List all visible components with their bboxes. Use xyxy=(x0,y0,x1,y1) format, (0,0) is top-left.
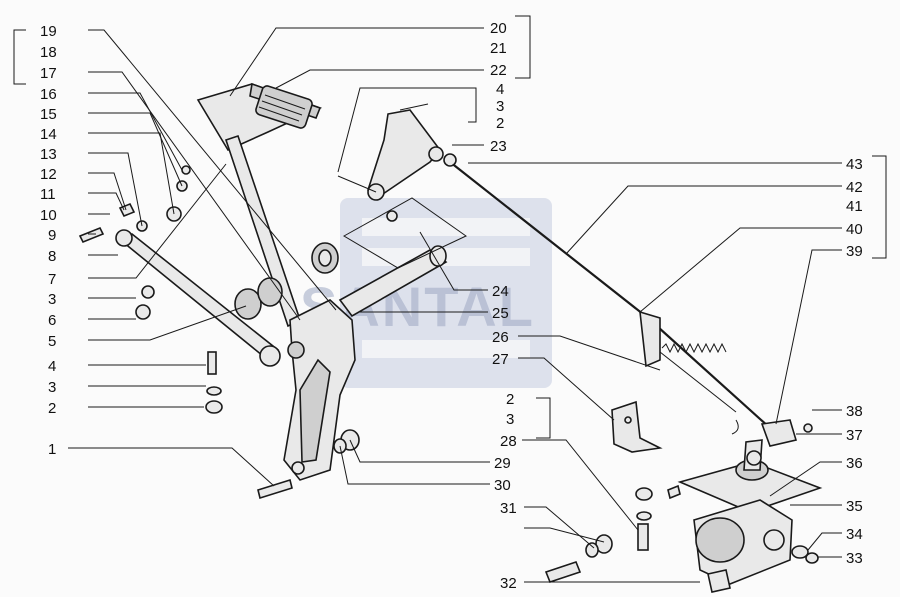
callout-4-top: 4 xyxy=(496,81,504,98)
callout-24: 24 xyxy=(492,283,509,300)
callout-7: 7 xyxy=(48,271,56,288)
pedal-lever xyxy=(283,299,356,481)
callout-23: 23 xyxy=(490,138,507,155)
callout-38: 38 xyxy=(846,403,863,420)
callout-41: 41 xyxy=(846,198,863,215)
callout-8: 8 xyxy=(48,248,56,265)
callout-32: 32 xyxy=(500,575,517,592)
small-hardware-bottom xyxy=(544,484,681,583)
leader-lines xyxy=(13,15,887,583)
callout-2-left: 2 xyxy=(48,400,56,417)
callout-5: 5 xyxy=(48,333,56,350)
callout-36: 36 xyxy=(846,455,863,472)
roller-5 xyxy=(234,277,283,320)
bell-crank xyxy=(337,103,444,222)
callout-43: 43 xyxy=(846,156,863,173)
callout-13: 13 xyxy=(40,146,57,163)
callout-39: 39 xyxy=(846,243,863,260)
callout-10: 10 xyxy=(40,207,57,224)
bracket-27 xyxy=(611,400,663,453)
link-rod-left xyxy=(115,229,305,367)
callout-40: 40 xyxy=(846,221,863,238)
callout-28: 28 xyxy=(500,433,517,450)
watermark-logo: SANTAL xyxy=(300,198,552,388)
callout-22: 22 xyxy=(490,62,507,79)
callout-34: 34 xyxy=(846,526,863,543)
spring-26 xyxy=(647,317,771,435)
callout-33: 33 xyxy=(846,550,863,567)
callout-12: 12 xyxy=(40,166,57,183)
valve-assembly xyxy=(677,439,823,593)
clevis-37 xyxy=(760,419,813,447)
callout-21: 21 xyxy=(490,40,507,57)
callout-11: 11 xyxy=(40,186,56,203)
callout-4-left: 4 xyxy=(48,358,56,375)
callout-2-top: 2 xyxy=(496,115,504,132)
bushing-24 xyxy=(311,242,339,274)
callout-3-center: 3 xyxy=(506,411,514,428)
callout-18: 18 xyxy=(40,44,57,61)
callout-37: 37 xyxy=(846,427,863,444)
callout-1: 1 xyxy=(48,441,56,458)
callout-17: 17 xyxy=(40,65,57,82)
callout-29: 29 xyxy=(494,455,511,472)
callout-2-center: 2 xyxy=(506,391,514,408)
callout-26: 26 xyxy=(492,329,509,346)
callout-27: 27 xyxy=(492,351,509,368)
callout-14: 14 xyxy=(40,126,57,143)
callout-15: 15 xyxy=(40,106,57,123)
callout-42: 42 xyxy=(846,179,863,196)
callout-6: 6 xyxy=(48,312,56,329)
pedal-pad xyxy=(196,82,323,152)
callout-30: 30 xyxy=(494,477,511,494)
callout-9: 9 xyxy=(48,227,56,244)
callout-20: 20 xyxy=(490,20,507,37)
callout-25: 25 xyxy=(492,305,509,322)
callout-3-left-a: 3 xyxy=(48,291,56,308)
callout-35: 35 xyxy=(846,498,863,515)
bracket-40 xyxy=(639,310,661,368)
callout-3-top: 3 xyxy=(496,98,504,115)
callout-labels: 19 18 17 16 15 14 13 12 11 10 9 8 7 3 6 … xyxy=(40,20,863,592)
callout-16: 16 xyxy=(40,86,57,103)
rod-43 xyxy=(443,153,649,319)
pointer-plate xyxy=(342,197,467,269)
callout-19: 19 xyxy=(40,23,57,40)
callout-3-left-b: 3 xyxy=(48,379,56,396)
callout-31: 31 xyxy=(500,500,517,517)
